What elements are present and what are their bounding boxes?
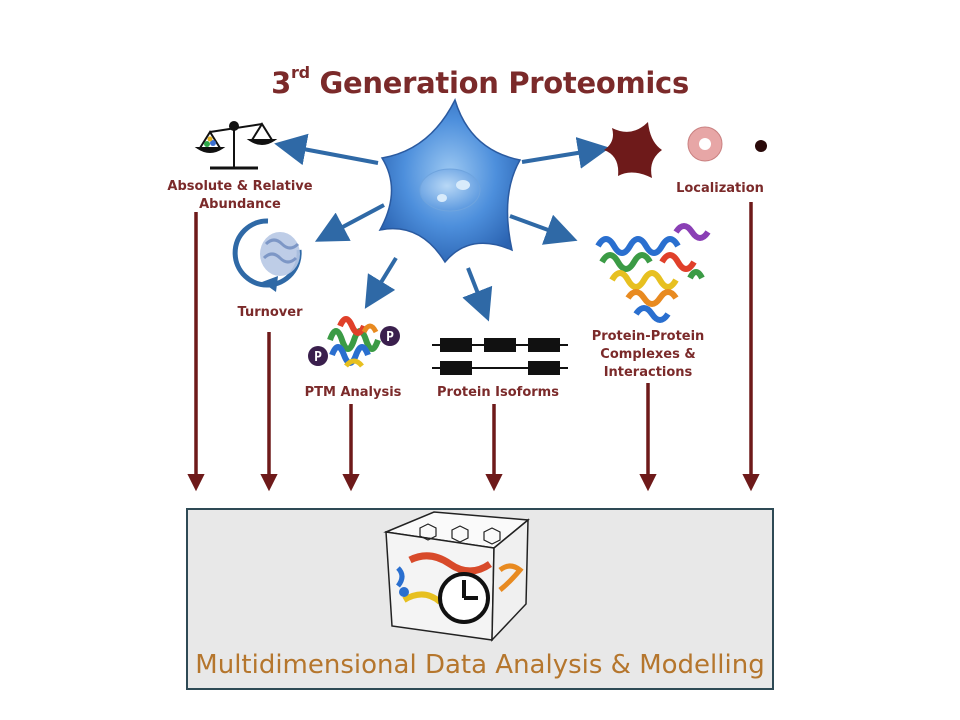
panel-title: Multidimensional Data Analysis & Modelli… [195,650,765,680]
maroon-arrows [187,202,760,492]
diagram-title: 3rd Generation Proteomics [0,63,960,100]
localization-icons [604,122,767,178]
ptm-badge-left: P [314,350,322,365]
data-cube-icon [383,511,530,642]
protein-complex-icon [595,223,711,323]
dot-icon [755,140,767,152]
title-prefix: 3 [271,66,291,100]
ptm-badge-right: P [386,330,394,345]
label-complexes: Protein-Protein Complexes & Interactions [591,329,705,380]
title-superscript: rd [290,63,310,83]
blue-arrows [274,133,610,322]
label-ptm: PTM Analysis [304,385,402,400]
arrow-to-ptm [364,256,398,309]
balance-scale-icon [194,121,278,170]
arrow-to-complexes [509,214,578,245]
ptm-protein-icon: P P [308,316,400,368]
cell-icon [378,97,522,264]
isoforms-icon [432,338,568,375]
cell-shape-icon [604,122,662,178]
arrow-to-isoforms [462,267,493,322]
arrow-to-abundance [274,133,379,166]
arrow-to-turnover [314,203,385,242]
title-rest: Generation Proteomics [309,66,690,100]
label-isoforms: Protein Isoforms [437,385,559,400]
label-turnover: Turnover [237,305,303,320]
label-localization: Localization [676,181,764,196]
label-abundance: Absolute & Relative Abundance [167,179,313,212]
turnover-icon [232,218,302,292]
arrow-to-localization [521,137,610,169]
